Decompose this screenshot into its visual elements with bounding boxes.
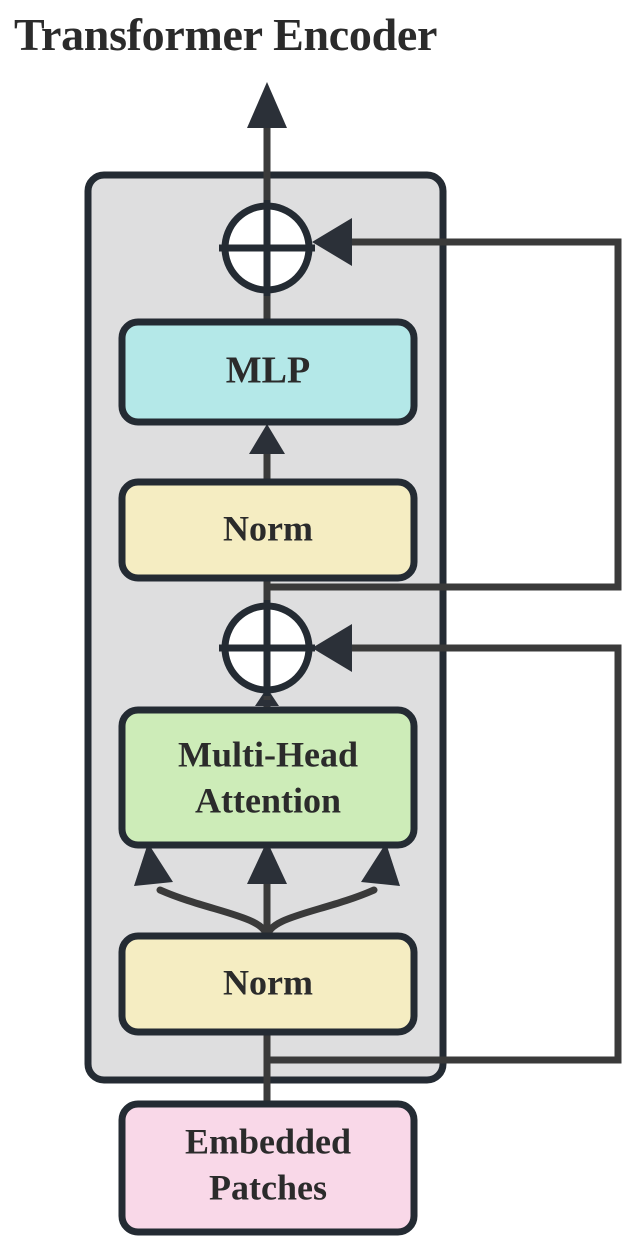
output-arrowhead [247, 82, 287, 128]
norm-top-box[interactable] [118, 478, 418, 582]
attention-box[interactable] [118, 706, 418, 849]
adder-top [219, 200, 315, 296]
adder-bottom [219, 600, 315, 696]
residual-lower-path [267, 644, 622, 1064]
block-multi-head-attention[interactable]: Multi-Head Attention [118, 706, 418, 849]
block-norm-bottom[interactable]: Norm [118, 932, 418, 1036]
mlp-box[interactable] [118, 318, 418, 426]
norm-bottom-label: Norm [223, 962, 313, 1002]
mlp-label: MLP [226, 350, 310, 392]
norm-top-label: Norm [223, 508, 313, 548]
embedded-patches-box[interactable] [118, 1100, 418, 1236]
embedded-patches-label-line2: Patches [209, 1167, 327, 1207]
page-title: Transformer Encoder [14, 9, 438, 60]
branch-right-line [263, 886, 378, 942]
attention-label-line2: Attention [195, 780, 341, 820]
branch-left-line [156, 886, 271, 942]
branch-center-arrowhead [247, 841, 287, 884]
norm-bottom-box[interactable] [118, 932, 418, 1036]
spine-mlp-arrowhead [249, 424, 285, 454]
attention-label-line1: Multi-Head [178, 734, 358, 774]
residual-upper-arrowhead [312, 218, 352, 266]
branch-left-arrowhead [134, 843, 173, 886]
block-norm-top[interactable]: Norm [118, 478, 418, 582]
branch-right-arrowhead [361, 843, 400, 886]
residual-lower-arrowhead [312, 624, 352, 672]
block-mlp[interactable]: MLP [118, 318, 418, 426]
block-embedded-patches[interactable]: Embedded Patches [118, 1100, 418, 1236]
embedded-patches-label-line1: Embedded [185, 1121, 351, 1161]
residual-upper-path [267, 238, 622, 591]
